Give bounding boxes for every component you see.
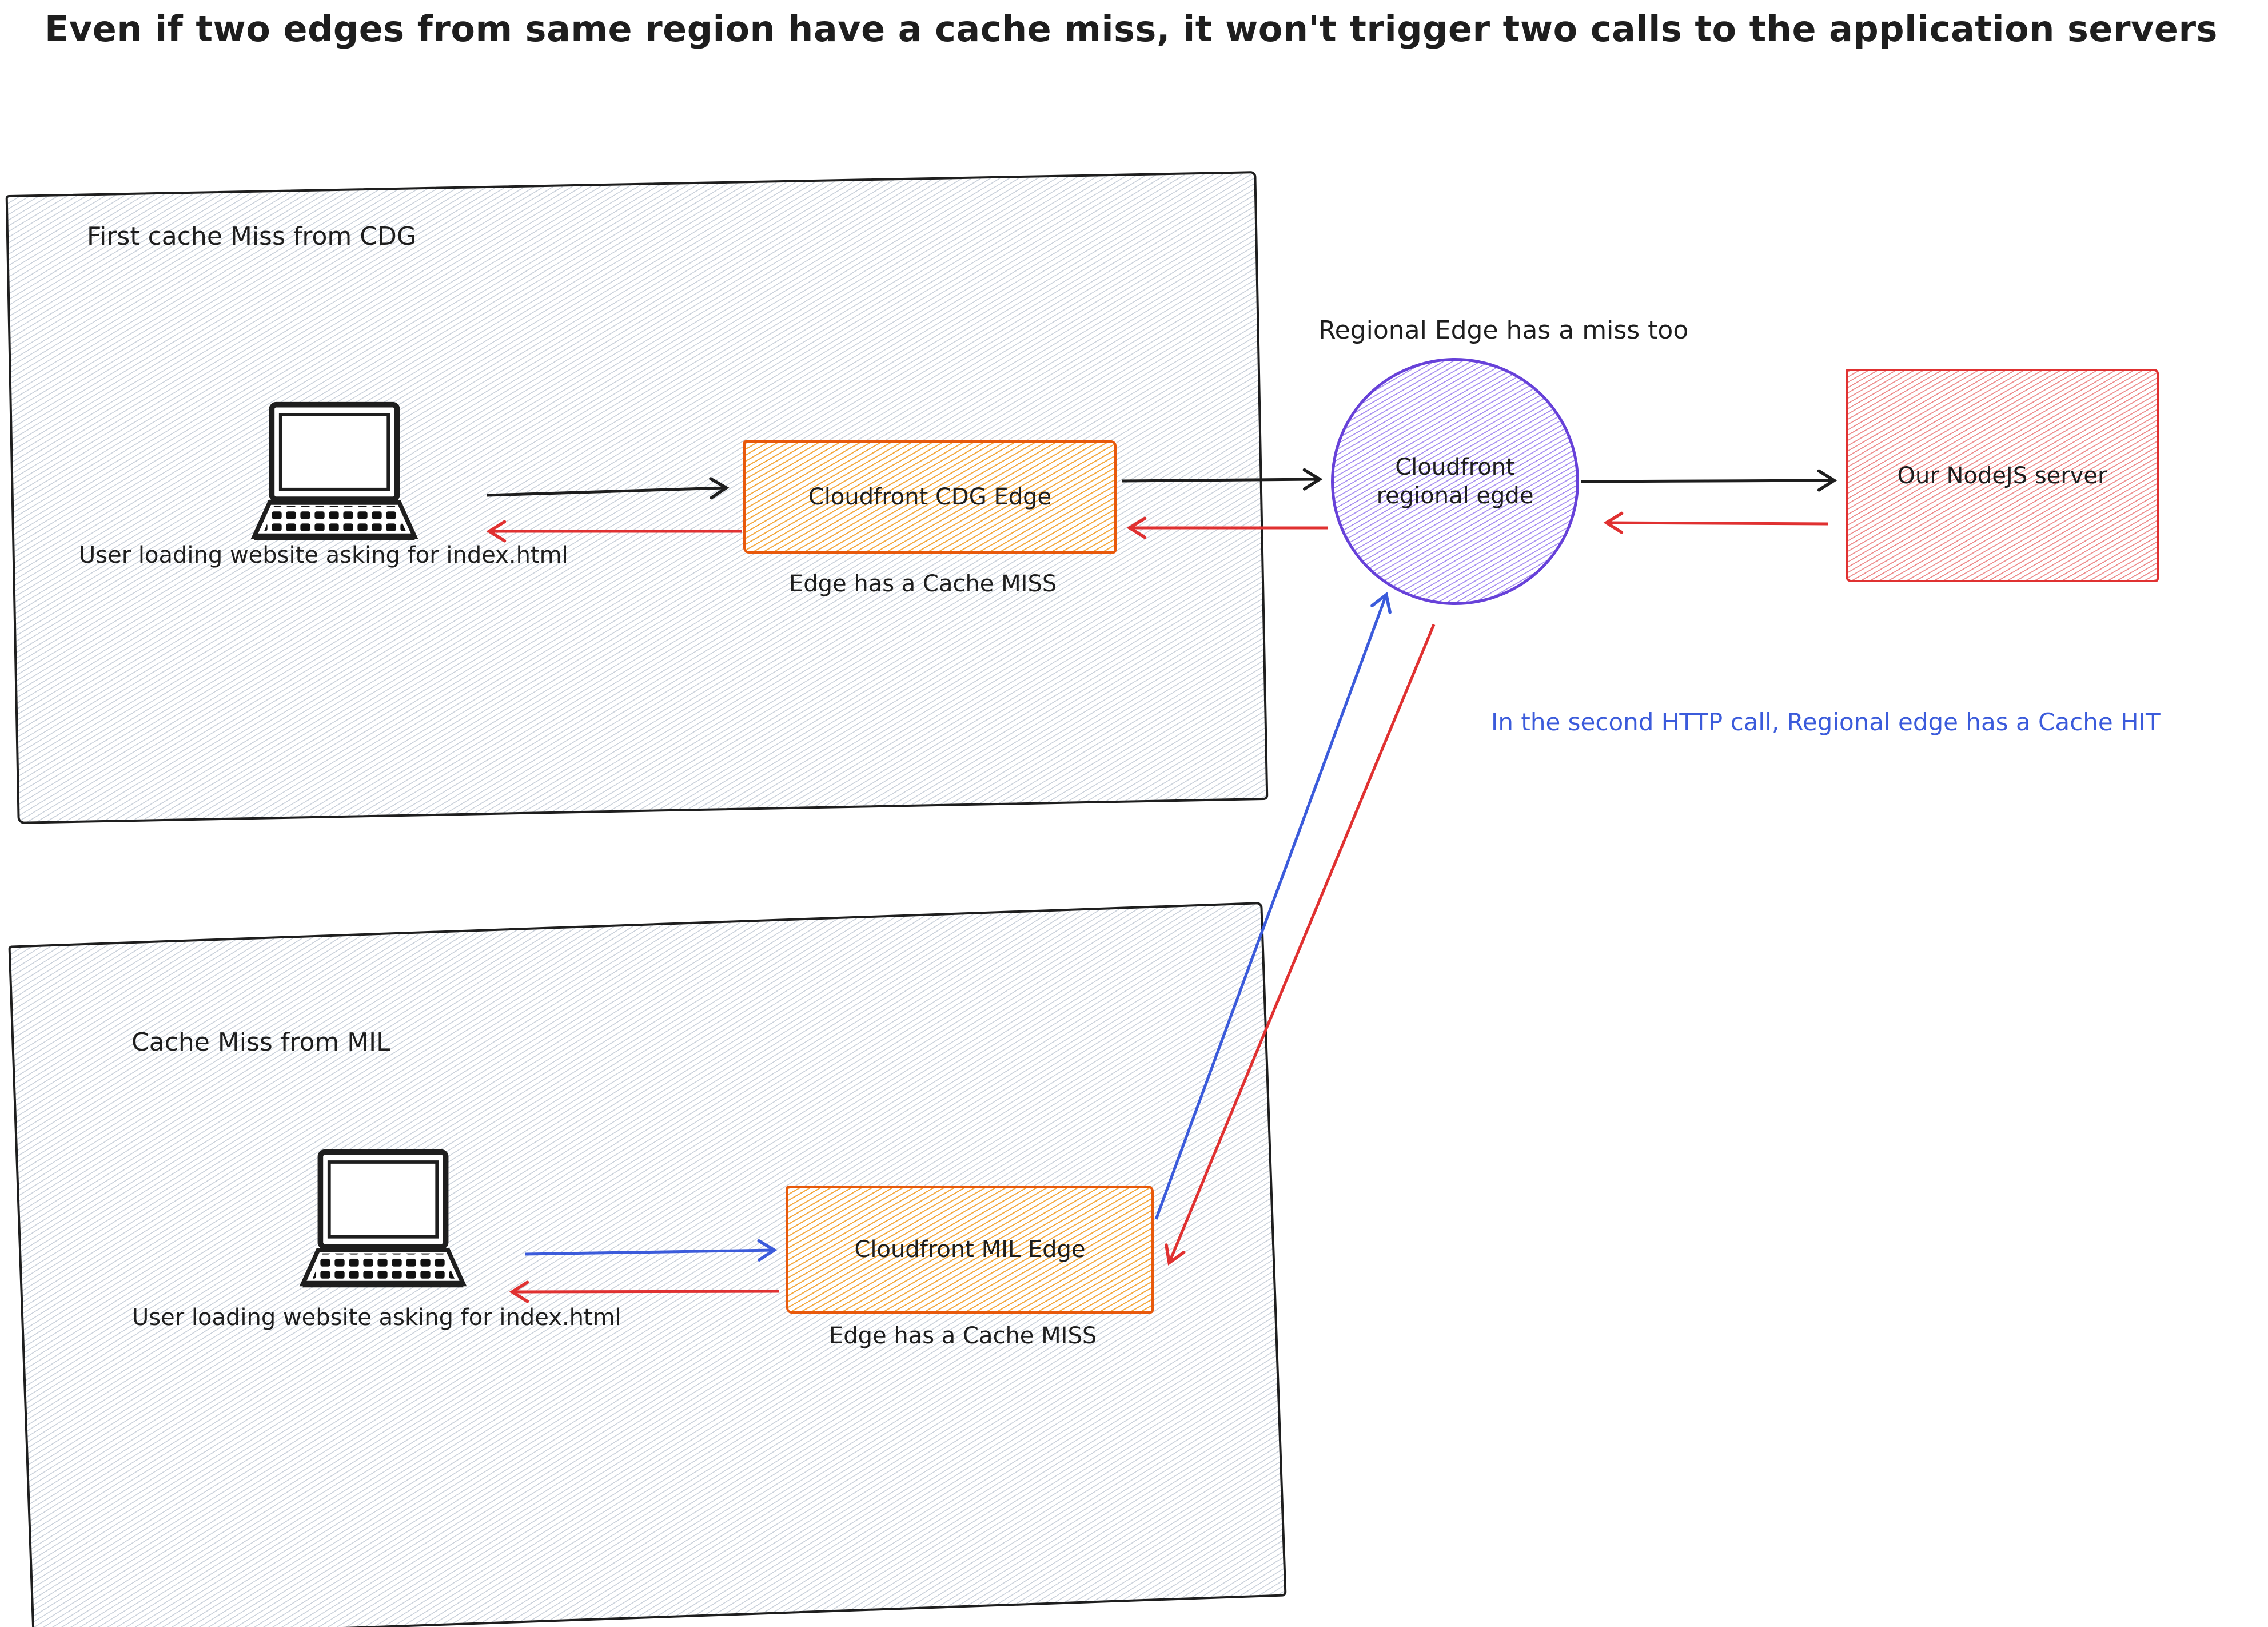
region-mil-label: Cache Miss from MIL (131, 1028, 390, 1057)
laptop-icon (250, 401, 418, 540)
nodejs-server-box: Our NodeJS server (1846, 369, 2159, 582)
cloudfront-cdg-edge-label: Cloudfront CDG Edge (808, 484, 1052, 510)
diagram-title: Even if two edges from same region have … (45, 8, 2218, 50)
nodejs-server-label: Our NodeJS server (1897, 462, 2107, 489)
edge-miss-caption-mil: Edge has a Cache MISS (829, 1323, 1097, 1349)
cloudfront-cdg-edge-box: Cloudfront CDG Edge (743, 440, 1117, 554)
cloudfront-mil-edge-box: Cloudfront MIL Edge (786, 1186, 1154, 1314)
laptop-icon (299, 1149, 467, 1288)
cloudfront-regional-edge-label: Cloudfront regional egde (1376, 454, 1534, 509)
regional-edge-caption: Regional Edge has a miss too (1318, 316, 1689, 345)
region-cdg-group: First cache Miss from CDG User loading w… (5, 171, 1269, 824)
arrow-regional-to-nodejs (1581, 469, 1837, 492)
user-caption-mil: User loading website asking for index.ht… (132, 1304, 621, 1331)
cloudfront-regional-edge-circle: Cloudfront regional egde (1331, 358, 1579, 605)
region-cdg-label: First cache Miss from CDG (87, 222, 416, 251)
user-caption-cdg: User loading website asking for index.ht… (79, 542, 568, 568)
cache-hit-note: In the second HTTP call, Regional edge h… (1491, 708, 2161, 736)
region-mil-group: Cache Miss from MIL User loading website… (8, 902, 1287, 1627)
arrow-nodejs-to-regional (1603, 511, 1829, 534)
cloudfront-mil-edge-label: Cloudfront MIL Edge (854, 1236, 1086, 1263)
edge-miss-caption-cdg: Edge has a Cache MISS (789, 571, 1057, 597)
